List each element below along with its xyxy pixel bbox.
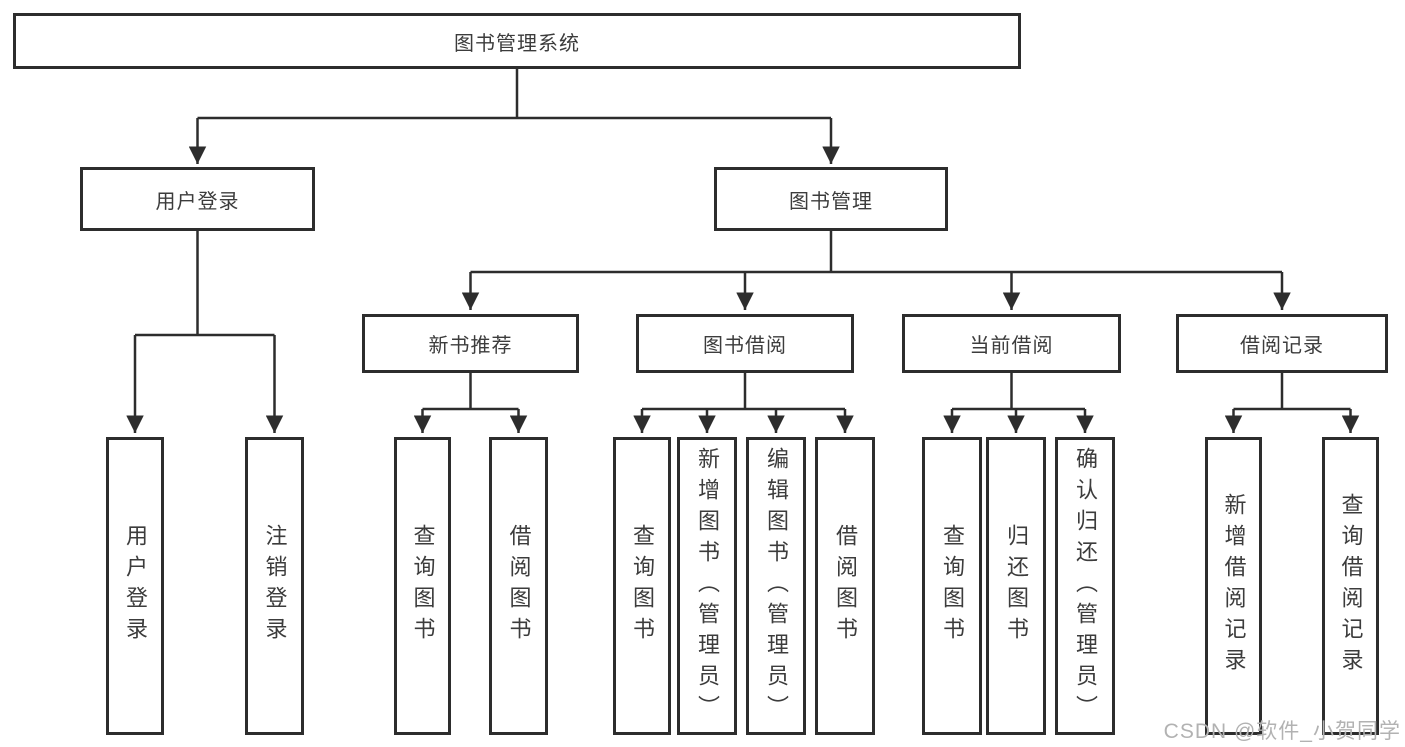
node-borrow-records: 借阅记录 bbox=[1176, 314, 1388, 373]
leaf-add-borrow-record: 新增借阅记录 bbox=[1205, 437, 1262, 735]
leaf-query-books-current: 查询图书 bbox=[922, 437, 982, 735]
node-new-book-recommend: 新书推荐 bbox=[362, 314, 579, 373]
leaf-query-borrow-record: 查询借阅记录 bbox=[1322, 437, 1379, 735]
leaf-borrow-books-recommend: 借阅图书 bbox=[489, 437, 548, 735]
node-library-management-system: 图书管理系统 bbox=[13, 13, 1021, 69]
leaf-query-books-borrow: 查询图书 bbox=[613, 437, 671, 735]
node-book-borrow: 图书借阅 bbox=[636, 314, 854, 373]
leaf-confirm-return-admin: 确认归还（管理员） bbox=[1055, 437, 1115, 735]
leaf-edit-books-admin: 编辑图书（管理员） bbox=[746, 437, 806, 735]
node-book-management: 图书管理 bbox=[714, 167, 948, 231]
leaf-logout: 注销登录 bbox=[245, 437, 304, 735]
leaf-borrow-books: 借阅图书 bbox=[815, 437, 875, 735]
leaf-return-books: 归还图书 bbox=[986, 437, 1046, 735]
node-current-borrow: 当前借阅 bbox=[902, 314, 1121, 373]
leaf-query-books-recommend: 查询图书 bbox=[394, 437, 451, 735]
csdn-watermark: CSDN @软件_小贺同学 bbox=[1163, 720, 1401, 743]
node-user-login: 用户登录 bbox=[80, 167, 315, 231]
leaf-user-login: 用户登录 bbox=[106, 437, 164, 735]
leaf-add-books-admin: 新增图书（管理员） bbox=[677, 437, 737, 735]
